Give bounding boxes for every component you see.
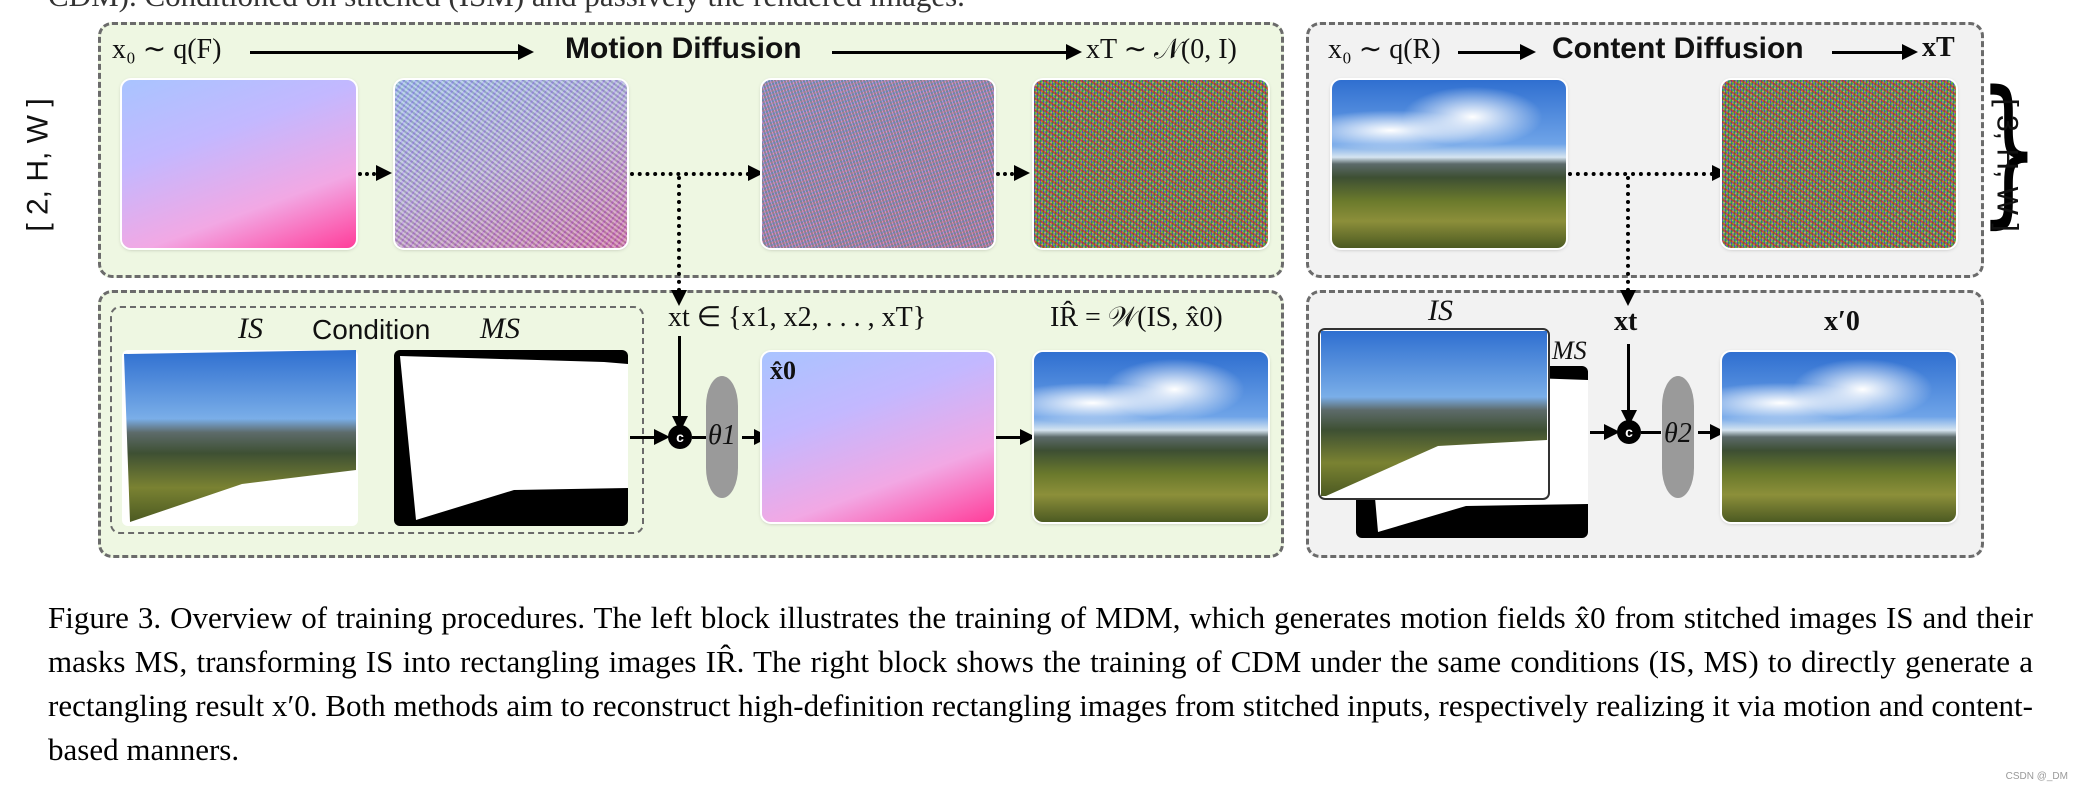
watermark: CSDN @_DM xyxy=(2005,771,2068,782)
motion-dims-label: [ 2, H, W ] xyxy=(21,98,55,232)
figure-caption: Figure 3. Overview of training procedure… xyxy=(48,600,2033,767)
content-diffusion-title: Content Diffusion xyxy=(1552,32,1804,65)
theta1-to-output-line xyxy=(742,436,756,439)
cdm-xt-dotted-down xyxy=(1626,176,1630,292)
cdm-ms-label: MS xyxy=(1552,336,1587,365)
condition-to-concat-line xyxy=(630,436,666,439)
content-dims-label: [ 3, H, W ] xyxy=(1990,98,2024,232)
content-arrow-2 xyxy=(1832,51,1904,54)
motion-field-clean xyxy=(122,80,356,248)
motion-arrow-2-head xyxy=(1066,44,1082,60)
motion-dotted-3 xyxy=(996,172,1014,176)
content-arrow-1-head xyxy=(1520,44,1536,60)
theta2-to-output-line xyxy=(1698,431,1712,434)
motion-arrow-1-head xyxy=(518,44,534,60)
x0-prime-label: x′0 xyxy=(1824,306,1860,337)
cdm-cond-to-concat-line xyxy=(1590,431,1616,434)
cdm-xt-label: xt xyxy=(1614,306,1638,337)
stitched-mask xyxy=(394,350,628,526)
motion-x0-label: x₀ ∼ q(F) xyxy=(112,34,222,65)
condition-to-concat-head xyxy=(654,429,670,445)
concat-to-theta1-line xyxy=(692,436,706,439)
motion-arrow-1 xyxy=(250,51,520,54)
cdm-cond-to-concat-head xyxy=(1604,424,1620,440)
warp-arrow-head xyxy=(1020,429,1036,445)
motion-field-noisy-2 xyxy=(762,80,994,248)
theta1-network xyxy=(706,376,738,498)
cdm-concat-to-theta2-line xyxy=(1641,431,1661,434)
warp-arrow-line xyxy=(996,436,1022,439)
content-clean-image xyxy=(1332,80,1566,248)
ir-warp-label: IR̂ = 𝒲(IS, x̂0) xyxy=(1050,302,1223,333)
theta1-label: θ1 xyxy=(708,420,736,451)
cdm-xt-solid-down xyxy=(1627,344,1630,424)
cdm-output-image xyxy=(1722,352,1956,522)
predicted-motion-field xyxy=(762,352,994,522)
content-pure-noise xyxy=(1722,80,1956,248)
cdm-concat-node: c xyxy=(1617,420,1641,444)
cut-header-text: CDM). Conditioned on stitched (ISM) and … xyxy=(48,0,965,14)
cdm-xt-dotted-head xyxy=(1620,290,1636,306)
motion-dotted-2-head xyxy=(748,165,764,181)
motion-arrow-2 xyxy=(832,51,1070,54)
mdm-ms-label: MS xyxy=(480,312,520,345)
xt-dotted-down xyxy=(677,176,681,292)
condition-box xyxy=(110,306,644,534)
stitched-image xyxy=(122,350,358,526)
motion-xT-label: xT ∼ 𝒩(0, I) xyxy=(1086,34,1237,65)
content-arrow-2-head xyxy=(1902,44,1918,60)
content-arrow-1 xyxy=(1458,51,1522,54)
motion-dotted-2 xyxy=(630,172,750,176)
content-x0-label: x₀ ∼ q(R) xyxy=(1328,34,1441,65)
xt-dotted-down-head xyxy=(671,290,687,306)
xt-solid-down xyxy=(678,336,681,426)
theta2-label: θ2 xyxy=(1664,418,1692,449)
mdm-is-label: IS xyxy=(238,312,263,345)
motion-diffusion-title: Motion Diffusion xyxy=(565,32,802,65)
condition-label: Condition xyxy=(312,314,431,345)
cdm-is-label: IS xyxy=(1428,294,1453,327)
content-xT-label: xT xyxy=(1922,32,1955,63)
motion-dotted-3-head xyxy=(1014,165,1030,181)
mdm-concat-node: c xyxy=(668,425,692,449)
content-right-brace: } xyxy=(1978,56,2040,243)
rectangled-output-image xyxy=(1034,352,1268,522)
motion-dotted-1 xyxy=(358,172,376,176)
motion-field-noisy-1 xyxy=(395,80,627,248)
mdm-xt-label: xt ∈ {x1, x2, . . . , xT} xyxy=(668,302,927,333)
motion-dotted-1-head xyxy=(376,165,392,181)
content-dotted-1 xyxy=(1568,172,1714,176)
cdm-stitched-image xyxy=(1318,328,1550,500)
x0hat-label: x̂0 xyxy=(770,356,796,385)
theta2-network xyxy=(1662,376,1694,498)
motion-field-pure-noise xyxy=(1034,80,1268,248)
